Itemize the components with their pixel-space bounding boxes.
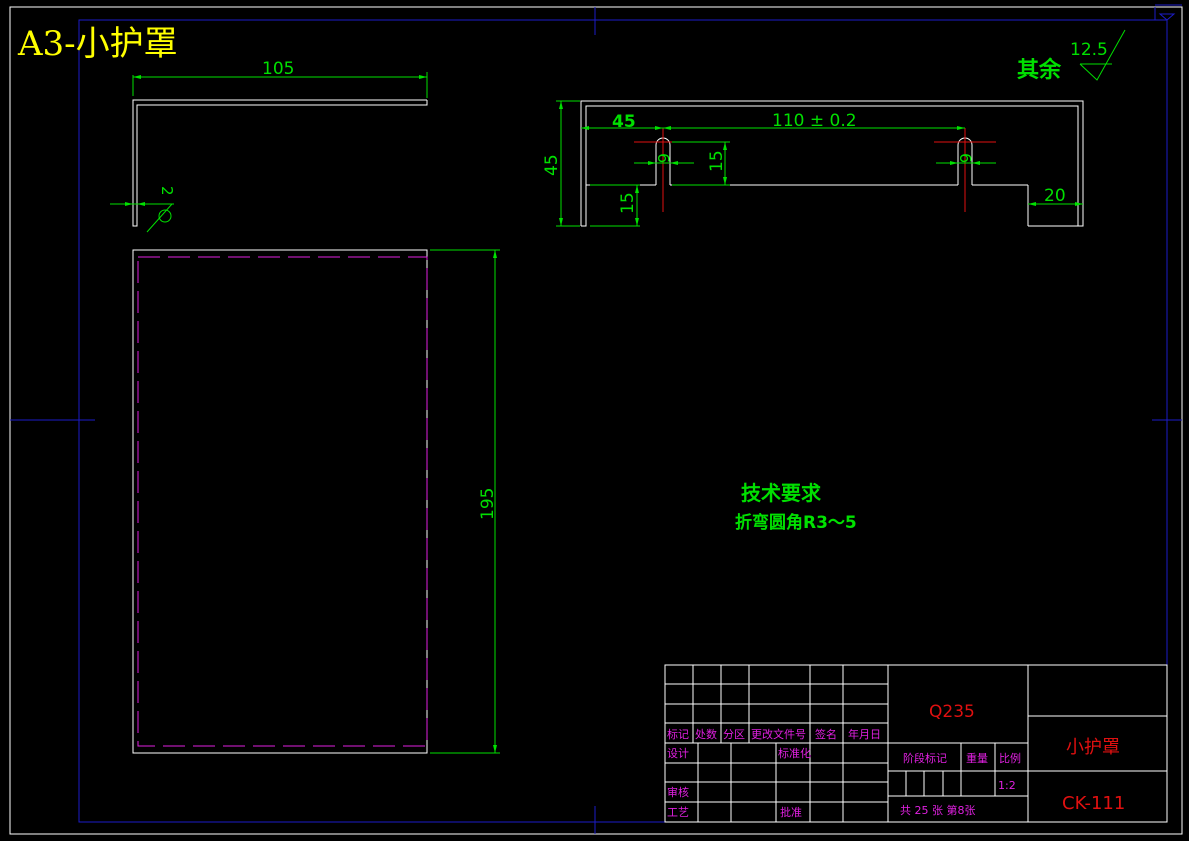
outer-frame (9, 6, 1183, 835)
left-profile-view: 105 2 (110, 59, 428, 233)
label-process: 工艺 (667, 806, 689, 819)
dim-slot-depth-15: 15 (707, 150, 727, 172)
tech-req-heading: 技术要求 (741, 481, 822, 505)
hdr-col-4: 签名 (815, 727, 837, 741)
hdr-col-1: 处数 (695, 728, 717, 741)
scale-value: 1:2 (998, 779, 1016, 792)
part-name: 小护罩 (1066, 737, 1120, 758)
label-review: 审核 (667, 785, 689, 799)
dim-length-195: 195 (478, 488, 498, 520)
dim-thickness-2: 2 (158, 186, 176, 196)
hdr-col-2: 分区 (723, 728, 745, 741)
surface-finish-symbol: 其余 12.5 (1017, 29, 1126, 83)
hdr-col-5: 年月日 (848, 727, 881, 741)
dim-step-15: 15 (618, 192, 638, 214)
hdr-col-3: 更改文件号 (751, 727, 806, 741)
tech-req-note: 折弯圆角R3～5 (735, 512, 857, 533)
label-design: 设计 (667, 747, 689, 760)
centering-marks (10, 4, 1182, 834)
dim-height-45: 45 (542, 154, 562, 176)
label-stage-mark: 阶段标记 (903, 751, 947, 765)
surface-finish-label: 其余 (1017, 57, 1062, 83)
label-scale: 比例 (999, 751, 1021, 765)
dim-right-20: 20 (1044, 186, 1066, 206)
drawing-title: A3-小护罩 (17, 24, 178, 64)
dim-slot-width-right: 6 (956, 153, 975, 163)
label-weight: 重量 (966, 751, 988, 765)
right-profile-view: 45 110 ± 0.2 45 15 15 6 6 (542, 100, 1084, 227)
surface-finish-value: 12.5 (1070, 40, 1108, 60)
sheet-info: 共 25 张 第8张 (900, 803, 976, 817)
dim-width-105: 105 (262, 59, 294, 79)
drawing-number: CK-111 (1062, 793, 1125, 814)
inner-frame (78, 19, 1168, 823)
label-standardize: 标准化 (778, 746, 811, 760)
title-block: Q235 小护罩 CK-111 1:2 标记 处数 分区 更改文件号 签名 年月… (664, 664, 1168, 823)
dim-left-45: 45 (612, 112, 636, 132)
material: Q235 (929, 702, 975, 722)
label-approve: 批准 (780, 805, 802, 819)
hdr-col-0: 标记 (667, 727, 689, 741)
dim-slot-width-left: 6 (654, 153, 673, 163)
flat-blank-view: 195 (132, 249, 500, 754)
dim-span-110: 110 ± 0.2 (772, 111, 857, 131)
